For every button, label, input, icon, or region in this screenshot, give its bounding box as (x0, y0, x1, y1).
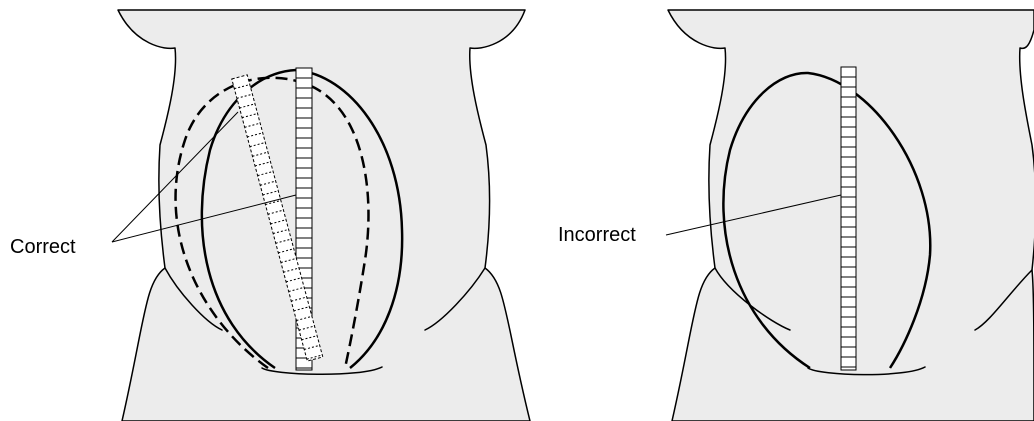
label-incorrect: Incorrect (558, 224, 636, 246)
panel-correct: Correct (10, 10, 530, 421)
label-correct: Correct (10, 236, 76, 258)
measuring-tape-incorrect (841, 67, 856, 370)
torso-left (118, 10, 530, 421)
panel-incorrect: Incorrect (558, 10, 1034, 421)
